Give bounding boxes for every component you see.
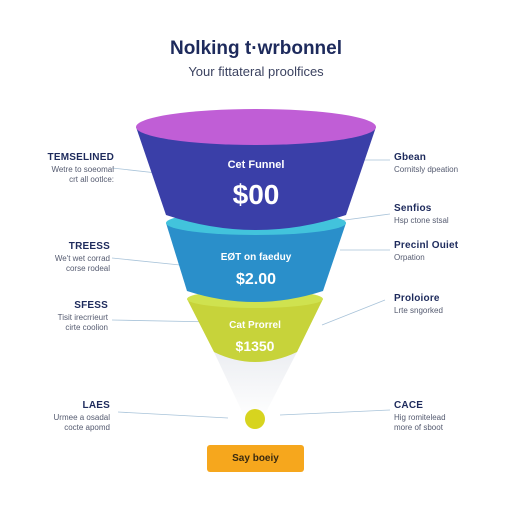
left-label-3-line1: Tisit irecrrieurt bbox=[57, 313, 108, 322]
right-label-1-line1: Cornitsly dpeation bbox=[394, 165, 459, 174]
stage-2-value: $2.00 bbox=[236, 271, 276, 288]
right-label-4-line1: Lrte sngorked bbox=[394, 306, 443, 315]
left-label-2-line2: corse rodeal bbox=[65, 264, 110, 273]
connector-left-3 bbox=[111, 319, 216, 323]
funnel-end-dot bbox=[245, 409, 265, 429]
left-label-4-line2: cocte apomd bbox=[64, 423, 110, 432]
right-label-2-title: Senfios bbox=[394, 203, 432, 214]
cta-button[interactable]: Say boeiy bbox=[207, 445, 304, 472]
connector-right-5 bbox=[279, 409, 391, 416]
right-label-1-title: Gbean bbox=[394, 152, 427, 163]
left-label-4: LAES Urmee a osadal cocte apomd bbox=[0, 401, 110, 433]
right-label-2-line1: Hsp ctone stsal bbox=[394, 216, 449, 225]
connector-left-4 bbox=[117, 411, 229, 419]
left-label-3-line2: cirte coolion bbox=[65, 323, 108, 332]
right-label-1: Gbean Cornitsly dpeation bbox=[394, 153, 512, 175]
connector-left-2 bbox=[111, 257, 181, 266]
right-label-5: CACE Hig romitelead more of sboot bbox=[394, 401, 512, 433]
right-label-2: Senfios Hsp ctone stsal bbox=[394, 204, 512, 226]
left-label-4-title: LAES bbox=[82, 400, 110, 411]
funnel-stage-1 bbox=[136, 109, 376, 230]
left-label-2-line1: We't wet corrad bbox=[54, 254, 110, 263]
left-label-1-line2: crt all ootlce: bbox=[69, 175, 114, 184]
right-label-5-line2: more of sboot bbox=[394, 423, 443, 432]
left-label-1-title: TEMSELINED bbox=[47, 152, 114, 163]
left-label-3-title: SFESS bbox=[74, 300, 108, 311]
right-label-3-line1: Orpation bbox=[394, 253, 425, 262]
left-label-1: TEMSELINED Wetre to soeomal crt all ootl… bbox=[0, 153, 114, 185]
page-subtitle: Your fittateral proolfices bbox=[188, 64, 324, 79]
left-label-2: TREESS We't wet corrad corse rodeal bbox=[0, 242, 110, 274]
stage-1-label: Cet Funnel bbox=[228, 159, 285, 171]
right-label-5-line1: Hig romitelead bbox=[394, 413, 446, 422]
stage-1-value: $00 bbox=[233, 179, 280, 210]
right-label-3-title: Precinl Ouiet bbox=[394, 240, 459, 251]
left-label-2-title: TREESS bbox=[68, 241, 110, 252]
right-label-4-title: Proloiore bbox=[394, 293, 440, 304]
left-label-3: SFESS Tisit irecrrieurt cirte coolion bbox=[0, 301, 108, 333]
funnel-tail bbox=[214, 352, 297, 420]
stage-3-value: $1350 bbox=[236, 338, 275, 354]
page-title: Nolking t·wrbonnel bbox=[169, 38, 343, 59]
stage-3-label: Cat Prorrel bbox=[229, 320, 281, 331]
right-label-4: Proloiore Lrte sngorked bbox=[394, 294, 512, 316]
stage-2-label: EØT on faeduy bbox=[221, 252, 292, 263]
right-label-3: Precinl Ouiet Orpation bbox=[394, 241, 512, 263]
connector-right-4 bbox=[321, 299, 386, 326]
left-label-1-line1: Wetre to soeomal bbox=[51, 165, 114, 174]
left-label-4-line1: Urmee a osadal bbox=[53, 413, 110, 422]
right-label-5-title: CACE bbox=[394, 400, 424, 411]
